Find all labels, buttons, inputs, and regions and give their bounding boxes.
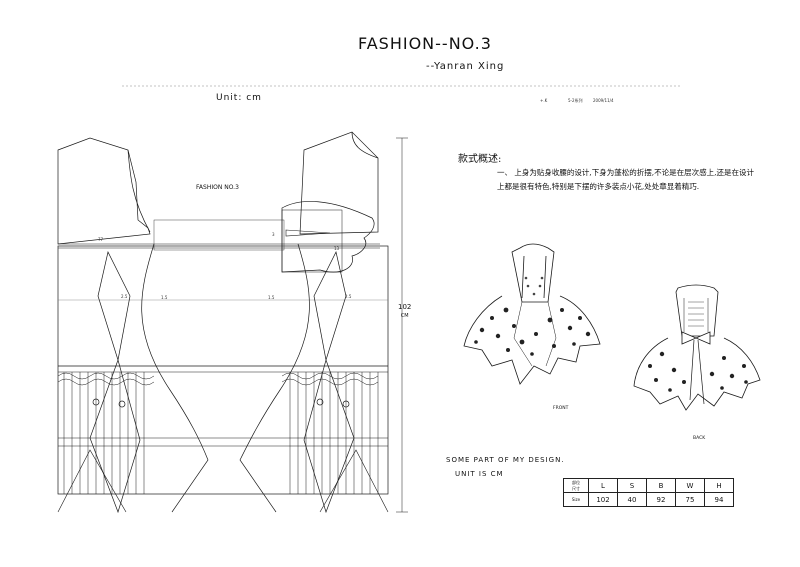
header-b: B [646,478,676,493]
note-1: +.K [540,98,548,103]
mark-a: 1.5 [161,295,168,300]
mark-b: 1.5 [268,295,275,300]
corner-top: 部位 [572,479,580,485]
length-label: 102 CM [398,303,411,321]
length-value: 102 [398,303,412,311]
value-w: 75 [675,492,705,507]
mark-e: 3 [272,232,275,237]
unit-label: Unit: cm [216,93,262,103]
header-l: L [588,478,618,493]
pattern-label: FASHION NO.3 [196,184,239,191]
value-s: 40 [617,492,647,507]
note-3: 2009/11/4 [593,98,614,103]
value-h: 94 [704,492,734,507]
back-bow [681,331,711,345]
back-flowers [648,351,748,392]
bust-dart [285,229,331,237]
size-value-row: Size 102 40 92 75 94 [563,492,734,507]
hem-wave-left [57,372,155,380]
right-neck-curve [351,131,379,159]
hem-wave-right [281,372,379,380]
unit-note: UNIT IS CM [455,470,504,478]
author-name: --Yanran Xing [426,61,505,72]
page-title: FASHION--NO.3 [358,34,492,53]
mark-f: 13 [334,246,340,251]
front-flowers [474,307,591,356]
skirt-frame [57,245,389,495]
back-bodice [675,284,719,337]
left-bodice-block [57,137,151,245]
header-s: S [617,478,647,493]
right-yoke [281,201,375,273]
back-sash [689,339,705,405]
front-bodice [511,243,555,303]
back-sketch [633,284,761,411]
mark-c: 2.5 [121,294,128,299]
left-side-seam [141,243,209,513]
right-side-seam [239,243,310,513]
description-text: 一、 上身为贴身收腰的设计,下身为蓬松的折摆,不论是在层次感上,还是在设计上都是… [497,168,755,191]
right-bodice-block [299,131,379,235]
length-unit: CM [400,313,409,319]
corner-bottom: 尺寸 [572,485,580,491]
value-b: 92 [646,492,676,507]
header-h: H [704,478,734,493]
right-gore [303,250,355,514]
front-skirt [463,295,601,385]
pocket-block [281,209,343,273]
back-label: BACK [693,436,706,441]
header-w: W [675,478,705,493]
description-heading: 款式概述: [458,154,502,165]
left-gore [89,250,141,514]
back-skirt [633,337,761,411]
value-l: 102 [588,492,618,507]
note-2: 5-2系列 [568,98,583,103]
row-label: Size [563,492,589,507]
size-table: 部位 尺寸 L S B W H Size 102 40 92 75 94 [563,478,734,507]
pattern-draft [57,131,408,514]
mark-d: 2.5 [345,294,352,299]
mark-77: 77 [98,237,104,242]
front-label: FRONT [553,406,569,411]
design-note: SOME PART OF MY DESIGN. [446,456,565,464]
pleat-lines [63,372,379,494]
front-sketch [463,243,601,385]
left-armhole [127,149,151,233]
size-header-row: 部位 尺寸 L S B W H [563,478,734,493]
size-corner: 部位 尺寸 [563,478,589,493]
